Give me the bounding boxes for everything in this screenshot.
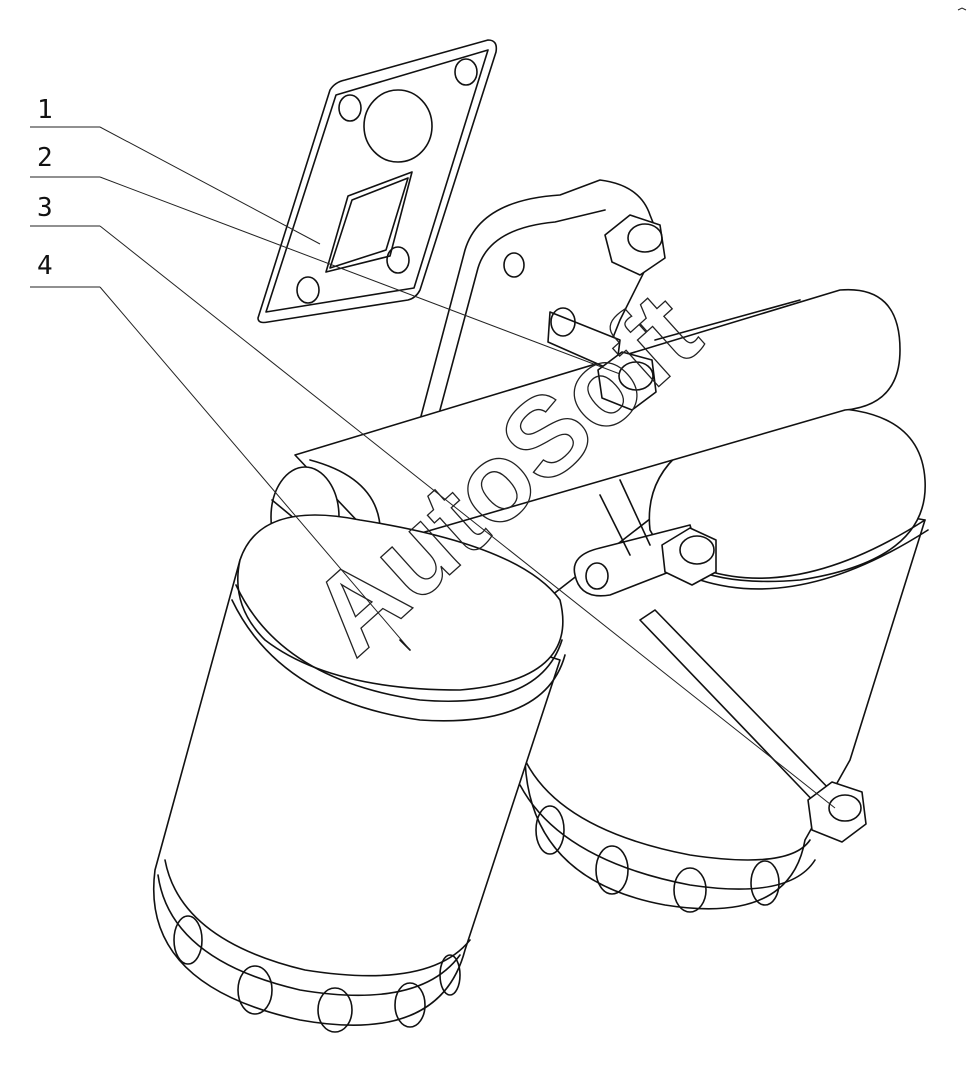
callout-label-4: 4 xyxy=(37,251,53,281)
bolt-lower-bracket xyxy=(661,527,717,586)
callout-label-2: 2 xyxy=(37,143,53,173)
corner-mark xyxy=(957,7,967,11)
callout-pointer-2 xyxy=(99,176,621,375)
long-bolt-part-3 xyxy=(639,609,867,843)
callout-1: 1 xyxy=(30,95,321,245)
callout-label-3: 3 xyxy=(37,193,53,223)
callout-pointer-4 xyxy=(99,286,411,651)
callout-3: 3 xyxy=(30,193,836,809)
callout-pointer-1 xyxy=(99,126,321,245)
front-filter-cartridge xyxy=(153,514,566,1033)
callout-label-1: 1 xyxy=(37,95,53,125)
callout-4: 4 xyxy=(30,251,411,651)
bolt-part-2 xyxy=(597,351,657,411)
callout-pointer-3 xyxy=(99,225,836,809)
callout-2: 2 xyxy=(30,143,621,375)
bolt-upper-right xyxy=(604,214,666,276)
gasket xyxy=(257,39,498,324)
